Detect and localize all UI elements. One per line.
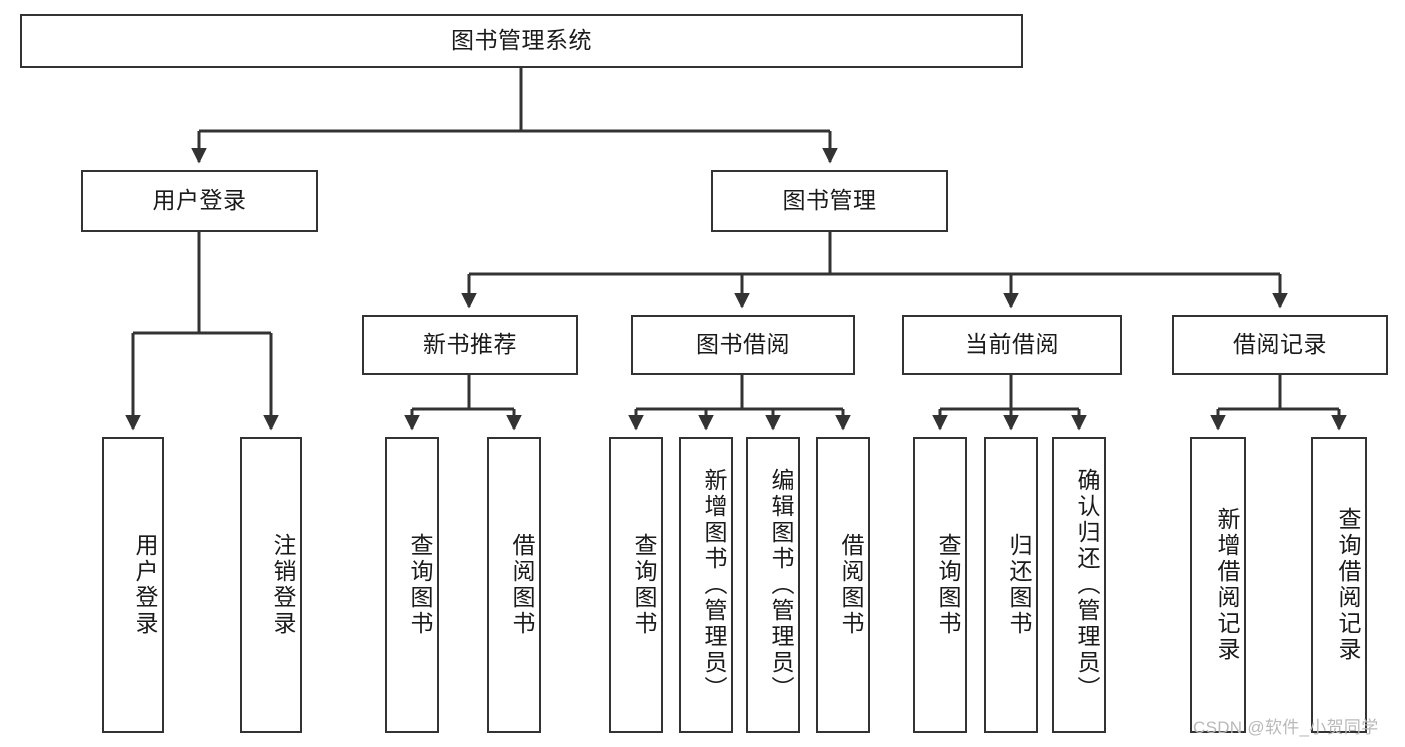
- node-book-manage[interactable]: 图书管理: [711, 170, 948, 232]
- leaf-query-borrow-record[interactable]: 查询借阅记录: [1311, 437, 1367, 733]
- leaf-label: 确认归还（管理员）: [1074, 468, 1100, 702]
- leaf-label: 查询借阅记录: [1335, 507, 1361, 663]
- node-book-borrow[interactable]: 图书借阅: [631, 315, 855, 375]
- leaf-user-login[interactable]: 用户登录: [102, 437, 164, 733]
- leaf-add-borrow-record[interactable]: 新增借阅记录: [1190, 437, 1246, 733]
- leaf-borrow-book-newrec[interactable]: 借阅图书: [487, 437, 541, 733]
- leaf-logout-login[interactable]: 注销登录: [240, 437, 302, 733]
- node-root[interactable]: 图书管理系统: [20, 14, 1023, 68]
- leaf-borrow-book-borrow[interactable]: 借阅图书: [816, 437, 870, 733]
- leaf-label: 注销登录: [270, 533, 296, 637]
- leaf-label: 查询图书: [407, 533, 433, 637]
- leaf-label: 查询图书: [631, 533, 657, 637]
- leaf-confirm-return-admin[interactable]: 确认归还（管理员）: [1052, 437, 1106, 733]
- node-current-borrow[interactable]: 当前借阅: [902, 315, 1122, 375]
- node-user-login[interactable]: 用户登录: [81, 170, 318, 232]
- leaf-label: 编辑图书（管理员）: [768, 468, 794, 702]
- leaf-label: 新增借阅记录: [1214, 507, 1240, 663]
- leaf-query-book-newrec[interactable]: 查询图书: [385, 437, 439, 733]
- leaf-query-book-current[interactable]: 查询图书: [913, 437, 967, 733]
- leaf-label: 借阅图书: [509, 533, 535, 637]
- leaf-edit-book-admin[interactable]: 编辑图书（管理员）: [746, 437, 800, 733]
- leaf-return-book[interactable]: 归还图书: [984, 437, 1038, 733]
- leaf-label: 归还图书: [1006, 533, 1032, 637]
- node-borrow-record[interactable]: 借阅记录: [1172, 315, 1388, 375]
- node-new-book-recommend[interactable]: 新书推荐: [362, 315, 578, 375]
- leaf-label: 查询图书: [935, 533, 961, 637]
- leaf-add-book-admin[interactable]: 新增图书（管理员）: [679, 437, 733, 733]
- csdn-watermark: CSDN @软件_小贺同学: [1193, 718, 1379, 737]
- leaf-label: 用户登录: [132, 533, 158, 637]
- leaf-query-book-borrow[interactable]: 查询图书: [609, 437, 663, 733]
- leaf-label: 借阅图书: [838, 533, 864, 637]
- leaf-label: 新增图书（管理员）: [701, 468, 727, 702]
